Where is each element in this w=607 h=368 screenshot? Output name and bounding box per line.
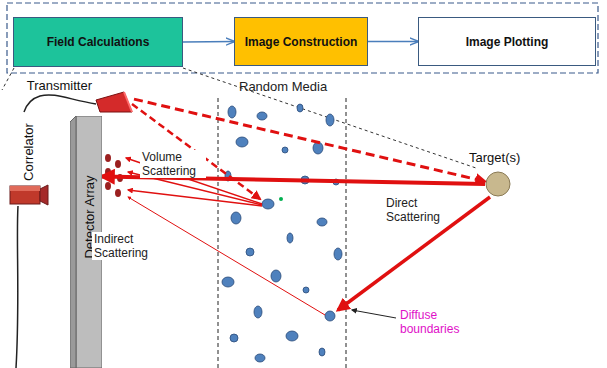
correlator-shape xyxy=(8,182,50,208)
zoom-line xyxy=(2,68,14,90)
transmitter-shape xyxy=(94,90,134,116)
leader-line xyxy=(352,310,396,318)
target-shape xyxy=(485,171,511,197)
node-label: Correlator xyxy=(21,123,36,181)
process-box: Image Plotting xyxy=(418,17,596,66)
node-label: Transmitter xyxy=(27,78,92,93)
volume-ray xyxy=(128,190,262,206)
process-box: Field Calculations xyxy=(13,17,183,67)
indirect-ray xyxy=(128,197,325,315)
scatterers xyxy=(222,104,342,362)
process-box: Image Construction xyxy=(234,17,368,66)
transmitter-icon: Transmitter xyxy=(94,90,134,116)
connector-arrow xyxy=(368,41,418,42)
node-label: Field Calculations xyxy=(47,35,150,49)
correlator-icon: Correlator xyxy=(8,182,50,208)
target-circle: Target(s) xyxy=(485,171,511,197)
node-label: Target(s) xyxy=(469,150,520,165)
indirect-ray xyxy=(338,197,490,310)
media-boundary xyxy=(218,98,219,368)
annotation-label: Random Media xyxy=(237,80,329,94)
pipeline-frame xyxy=(7,3,598,73)
connector-arrow xyxy=(183,41,234,43)
node-label: Image Construction xyxy=(245,35,358,49)
correlator-cable xyxy=(16,206,18,368)
annotation-label: Volume Scattering xyxy=(140,150,206,178)
zoom-line xyxy=(183,68,476,168)
connector-arrow xyxy=(134,99,485,181)
annotation-label: Indirect Scattering xyxy=(92,232,154,260)
node-label: Image Plotting xyxy=(466,35,549,49)
annotation-label: Diffuse boundaries xyxy=(398,308,472,336)
scatterer xyxy=(279,197,283,201)
illumination-ray xyxy=(132,104,260,199)
media-boundary xyxy=(346,98,347,368)
edge-label: Direct Scattering xyxy=(384,196,450,224)
transmitter-cable xyxy=(24,95,96,112)
detector-elements xyxy=(105,154,123,197)
